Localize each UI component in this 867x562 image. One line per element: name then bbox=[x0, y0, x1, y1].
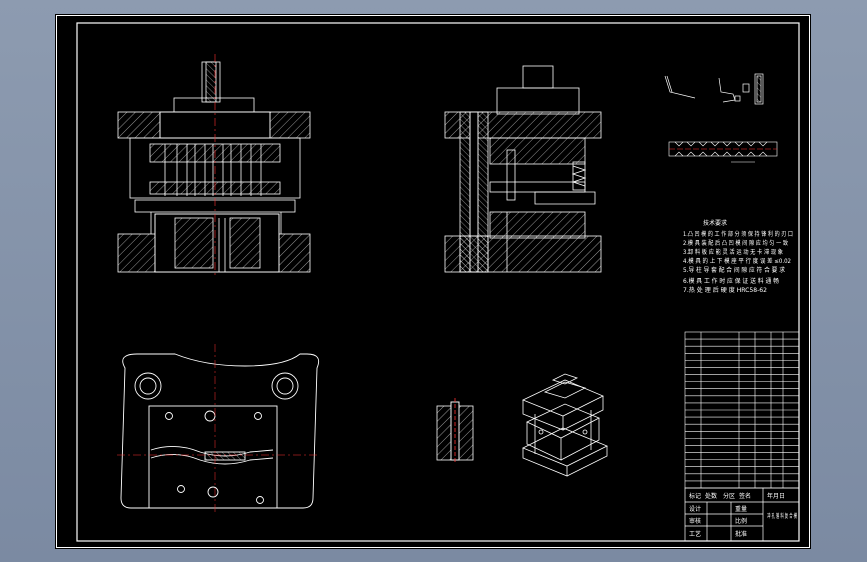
cad-viewport[interactable]: 技术要求 1.凸 凹 模 的 工 作 部 分 须 保 持 锋 利 的 刃 口 2… bbox=[55, 14, 811, 549]
part-details bbox=[664, 73, 764, 105]
tb-scale: 比例 bbox=[735, 517, 747, 525]
tb-check: 审核 bbox=[689, 517, 701, 525]
note-line: 1.凸 凹 模 的 工 作 部 分 须 保 持 锋 利 的 刃 口 bbox=[683, 230, 793, 238]
tb-process: 工艺 bbox=[689, 530, 701, 538]
title-block-text: 标记 处数 分区 签名 年月日 设计 审核 工艺 重量 比例 批准 冲 孔 落 … bbox=[689, 492, 797, 538]
notes-title: 技术要求 bbox=[703, 219, 727, 227]
plan-centerlines bbox=[117, 344, 317, 514]
note-line: 7.热 处 理 后 硬 度 HRC58-62 bbox=[683, 286, 767, 294]
inner-border bbox=[76, 22, 800, 542]
note-line: 5.导 柱 导 套 配 合 间 隙 应 符 合 要 求 bbox=[683, 266, 785, 274]
parts-list bbox=[684, 331, 800, 489]
outer-border bbox=[56, 15, 810, 548]
side-section-view bbox=[444, 65, 602, 273]
note-line: 3.卸 料 板 应 能 灵 活 运 动 无 卡 滞 现 象 bbox=[683, 248, 783, 256]
isometric-view bbox=[522, 373, 608, 477]
note-line: 2.模 具 装 配 后 凸 凹 模 间 隙 应 均 匀 一 致 bbox=[683, 239, 788, 247]
punch-detail bbox=[436, 398, 474, 464]
tb-h5: 年月日 bbox=[767, 492, 785, 500]
tb-design: 设计 bbox=[689, 505, 701, 513]
tb-approve: 批准 bbox=[735, 530, 747, 538]
front-section-view bbox=[117, 61, 311, 273]
tb-weight: 重量 bbox=[735, 505, 747, 513]
strip-layout bbox=[668, 141, 778, 163]
technical-notes: 技术要求 1.凸 凹 模 的 工 作 部 分 须 保 持 锋 利 的 刃 口 2… bbox=[683, 219, 793, 294]
plan-view bbox=[120, 353, 320, 509]
title-block bbox=[684, 487, 800, 542]
drawing-title: 冲 孔 落 料 复 合 模 bbox=[767, 512, 797, 520]
tb-h2: 处数 bbox=[705, 492, 717, 500]
note-line: 6.模 具 工 作 时 应 保 证 送 料 通 畅 bbox=[683, 277, 779, 285]
tb-h3: 分区 bbox=[723, 492, 735, 500]
note-line: 4.模 具 的 上 下 模 座 平 行 度 误 差 ≤0.02 bbox=[683, 257, 791, 265]
tb-h1: 标记 bbox=[689, 492, 701, 500]
drawing-canvas: 技术要求 1.凸 凹 模 的 工 作 部 分 须 保 持 锋 利 的 刃 口 2… bbox=[56, 15, 810, 548]
tb-h4: 签名 bbox=[739, 492, 751, 500]
